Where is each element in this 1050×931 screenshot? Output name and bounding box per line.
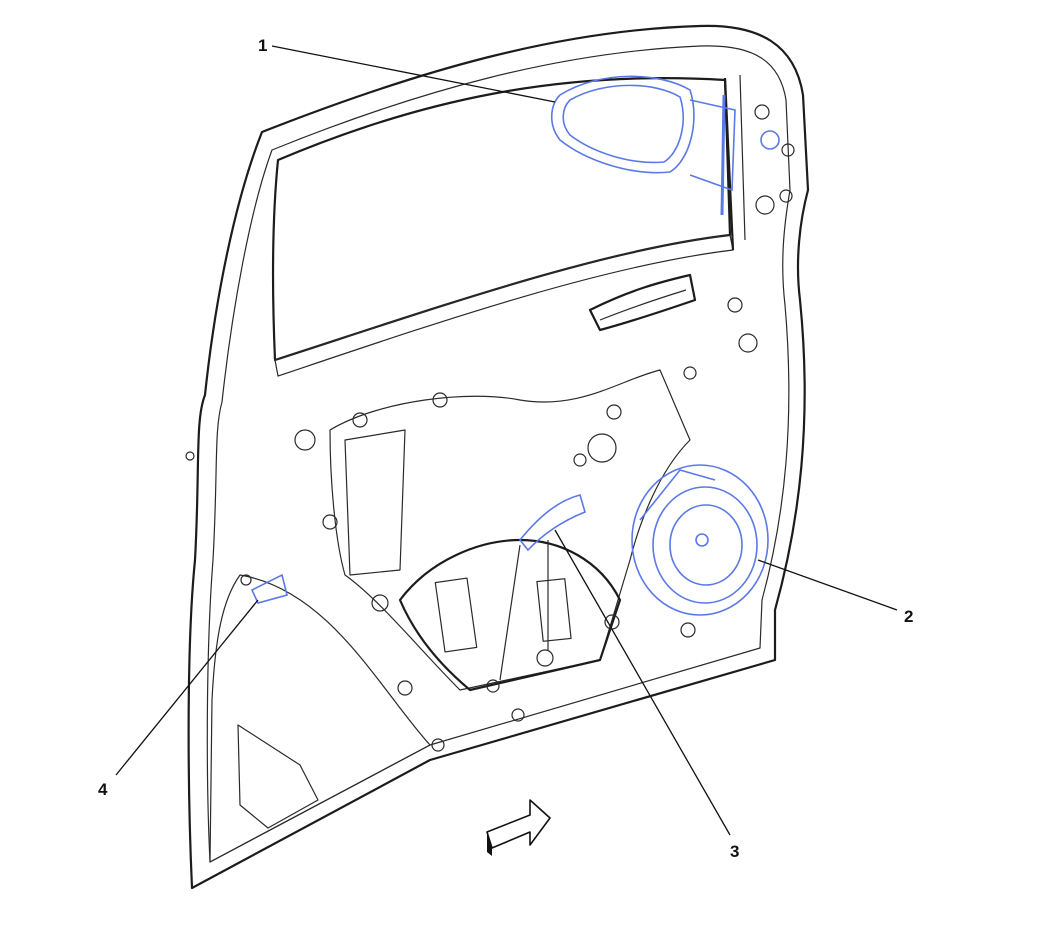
callout-leaders	[115, 45, 898, 836]
callout-3: 3	[730, 842, 739, 861]
inner-handle	[588, 273, 697, 332]
callout-2: 2	[904, 607, 913, 626]
speaker	[631, 464, 769, 616]
callout-4: 4	[98, 780, 108, 799]
window-glass	[271, 74, 746, 377]
inner-module	[329, 369, 691, 692]
mirror	[550, 75, 736, 216]
hinge-holes	[754, 104, 795, 215]
mounting-holes	[185, 297, 758, 752]
regulator-clip	[518, 494, 586, 552]
callout-1: 1	[258, 36, 267, 55]
direction-arrow-icon	[486, 799, 551, 856]
door-panel	[187, 24, 810, 890]
check-strap-bracket	[240, 573, 288, 604]
